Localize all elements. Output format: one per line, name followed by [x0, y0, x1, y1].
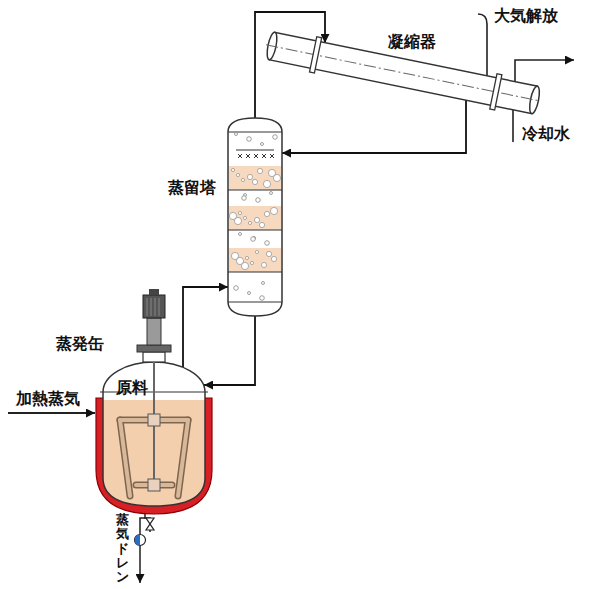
- evaporator-vessel-outline: [96, 350, 214, 516]
- pipe-connector: [282, 100, 466, 153]
- condenser: 凝縮器: [262, 28, 547, 118]
- content-label: 原料: [116, 378, 148, 397]
- vent-label: 大気解放: [494, 6, 558, 25]
- evaporator-vessel: 蒸発缶原料: [96, 350, 214, 516]
- drain-valve: [146, 518, 154, 530]
- cooling-water-in: [512, 110, 514, 142]
- evaporator-drawing: [96, 289, 212, 514]
- equipment-label: 蒸留塔: [168, 178, 216, 197]
- steam-inlet: [8, 412, 95, 414]
- column-drawing: [228, 118, 282, 316]
- pipe-connector: [183, 287, 228, 367]
- distillation-column-outline: [228, 118, 282, 316]
- pipe-connector: [204, 316, 255, 385]
- cooling-water-label: 冷却水: [522, 124, 570, 143]
- steam-trap-fill: [135, 535, 141, 546]
- pipe-connector: [255, 12, 325, 118]
- drain-pipe: [140, 518, 145, 583]
- equipment-label: 蒸発缶: [56, 334, 104, 353]
- distillation-column: 蒸留塔: [228, 118, 282, 316]
- equipment-label: 凝縮器: [388, 32, 436, 51]
- condenser-drawing: [263, 27, 545, 119]
- cooling-water-out: [515, 60, 574, 82]
- vent-pipe: [478, 14, 487, 78]
- steam-label: 加熱蒸気: [16, 389, 80, 408]
- steam-trap: [135, 535, 146, 546]
- drain-label: 蒸気ドレン: [116, 513, 129, 584]
